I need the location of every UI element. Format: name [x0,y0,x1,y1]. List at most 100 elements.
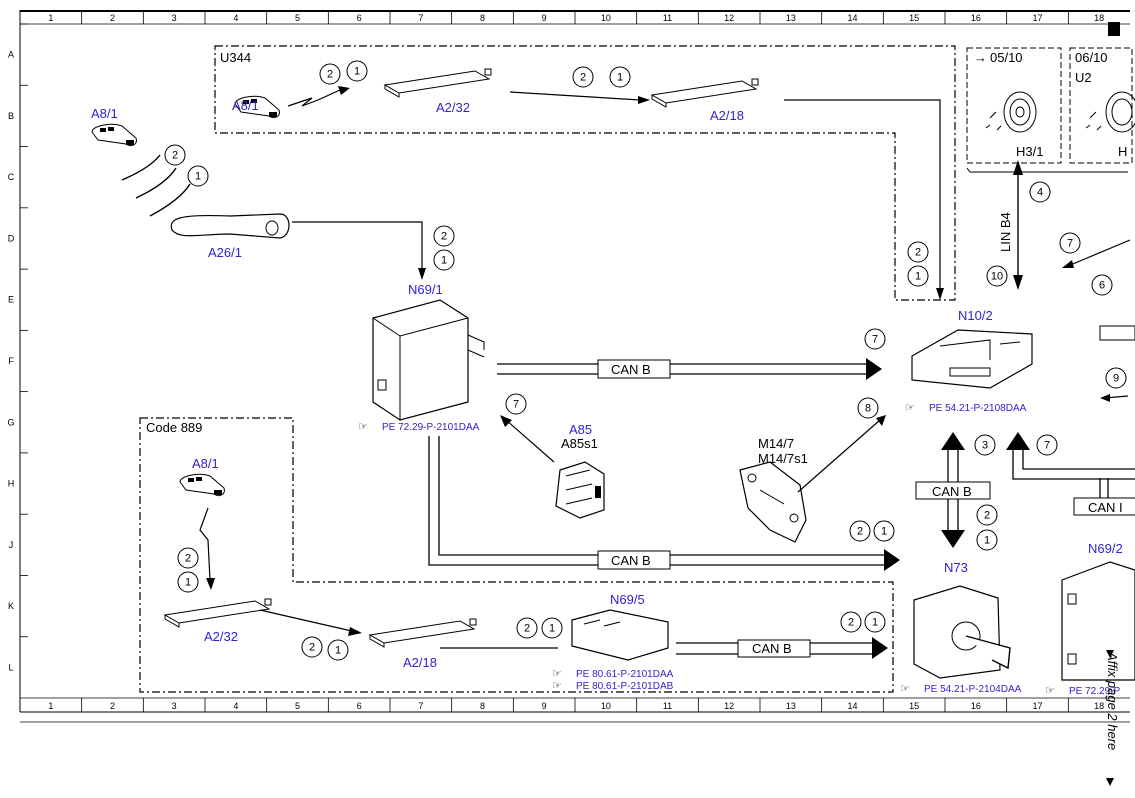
column-label: 16 [971,13,981,23]
step-number: 1 [195,171,201,183]
column-label: 1 [48,701,53,711]
a8-1-code-label: A8/1 [192,456,219,471]
can-bus-label-boxes [597,359,1135,658]
step-marker: 1 [346,60,368,82]
step-marker: 10 [986,265,1008,287]
group-u344-label: U344 [220,50,251,65]
step-number: 1 [354,66,360,78]
row-label: L [8,662,13,672]
n10-2-reference: PE 54.21-P-2108DAA [929,403,1027,414]
reference-icon: ☞ [552,668,562,680]
row-label: C [8,172,15,182]
key-fob-icon [179,473,225,497]
can-bus-arrowheads [866,358,1030,659]
n73-reference: PE 54.21-P-2104DAA [924,684,1022,695]
group-05-10: → 05/10 H3/1 [966,47,1062,164]
column-label: 8 [480,701,485,711]
ref-06-10: 06/10 [1075,50,1108,65]
reference-icon: ☞ [1045,685,1055,697]
step-marker: 2 [572,66,594,88]
can-bus-lines [428,363,1135,655]
column-label: 10 [601,701,611,711]
speaker-icon [985,91,1037,133]
a85s1-label: A85s1 [561,436,598,451]
group-code889-label: Code 889 [146,420,202,435]
h-partial-label: H [1118,144,1127,159]
affix-note: Affix page 2 here [1105,651,1120,750]
a8-1-top-label: A8/1 [232,98,259,113]
column-label: 18 [1094,13,1104,23]
step-marker: 2 [177,547,199,569]
can-b-label: CAN B [752,641,792,656]
step-marker: 1 [541,617,563,639]
step-number: 7 [872,334,878,346]
row-label: H [8,479,15,489]
step-marker: 1 [907,265,929,287]
step-marker: 1 [864,611,886,633]
control-unit-icon [911,329,1033,389]
n69-5-reference-a: PE 80.61-P-2101DAA [576,669,674,680]
group-code889: Code 889 [139,417,894,693]
arrow-down-icon [1106,650,1114,658]
column-label: 3 [172,701,177,711]
step-number: 2 [441,231,447,243]
step-marker: 1 [187,165,209,187]
n69-1-label: N69/1 [408,282,443,297]
column-label: 15 [909,701,919,711]
step-marker: 2 [319,63,341,85]
step-number: 2 [580,72,586,84]
step-number: 10 [991,271,1003,283]
column-label: 1 [48,13,53,23]
step-number: 2 [524,623,530,635]
step-number: 1 [441,255,447,267]
can-b-label: CAN B [611,362,651,377]
door-handle-icon [170,213,290,239]
group-u2-label: U2 [1075,70,1092,85]
row-label: E [8,295,14,305]
connector-partial [1099,325,1135,341]
step-number: 3 [982,440,988,452]
a8-1-left-label: A8/1 [91,106,118,121]
step-marker: 7 [1036,434,1058,456]
a2-32-top-label: A2/32 [436,100,470,115]
step-number: 2 [185,553,191,565]
column-label: 4 [233,13,238,23]
step-number: 1 [872,617,878,629]
can-b-label: CAN B [611,553,651,568]
step-marker: 4 [1029,181,1051,203]
antenna-module-icon [383,68,492,98]
ref-05-10: 05/10 [990,50,1023,65]
control-unit-icon [571,609,669,661]
column-label: 6 [357,701,362,711]
step-marker: 1 [976,529,998,551]
column-label: 3 [172,13,177,23]
row-label: D [8,233,15,243]
row-label: J [9,540,14,550]
step-marker: 2 [976,504,998,526]
signal-lines [199,89,1131,649]
step-marker: 3 [974,434,996,456]
step-marker: 6 [1091,274,1113,296]
step-number: 1 [335,645,341,657]
row-label: K [8,601,14,611]
step-number: 1 [881,526,887,538]
a85-label: A85 [569,422,592,437]
step-number: 2 [172,150,178,162]
reference-icon: ☞ [552,680,562,692]
column-label: 13 [786,701,796,711]
row-label: A [8,50,14,60]
n69-5-label: N69/5 [610,592,645,607]
group-u344: U344 [214,45,956,301]
step-number: 8 [865,403,871,415]
step-number: 1 [617,72,623,84]
svg-text:→: → [974,50,987,65]
lin-b4-label: LIN B4 [998,212,1013,252]
column-label: 8 [480,13,485,23]
column-label: 13 [786,13,796,23]
control-unit-icon [372,299,485,421]
column-label: 11 [663,701,672,711]
n10-2-label: N10/2 [958,308,993,323]
